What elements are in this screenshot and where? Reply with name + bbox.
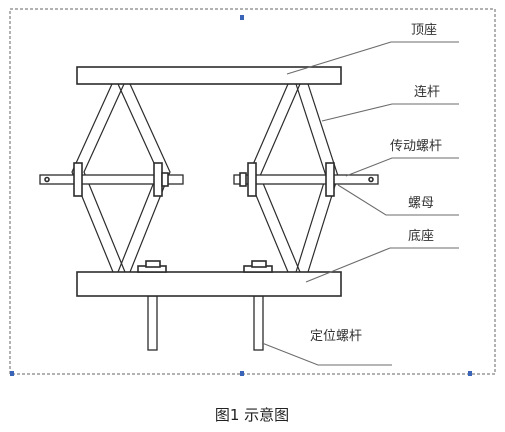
figure-caption: 图1 示意图 bbox=[215, 406, 289, 424]
label-drive-screw: 传动螺杆 bbox=[390, 139, 442, 154]
locating-screw-right bbox=[253, 295, 264, 351]
selection-handle-top[interactable] bbox=[240, 15, 244, 20]
label-nut: 螺母 bbox=[408, 196, 434, 211]
drive-screw-right bbox=[233, 162, 379, 197]
base-seat-plate bbox=[76, 271, 342, 297]
selection-handle-bottom-left[interactable] bbox=[10, 371, 14, 376]
base-bolt-heads bbox=[137, 260, 273, 273]
label-base-seat: 底座 bbox=[408, 228, 434, 244]
selection-handle-bottom-center[interactable] bbox=[240, 371, 244, 376]
selection-frame[interactable] bbox=[9, 8, 496, 375]
label-locating-screw: 定位螺杆 bbox=[310, 329, 362, 344]
label-link-rod: 连杆 bbox=[414, 84, 440, 100]
selection-handle-bottom-right[interactable] bbox=[468, 371, 472, 376]
drive-screw-left bbox=[39, 162, 184, 197]
locating-screw-left bbox=[147, 295, 158, 351]
top-seat-plate bbox=[76, 66, 342, 85]
leader-lines bbox=[261, 41, 459, 366]
jack-mechanism bbox=[39, 66, 379, 351]
label-top-seat: 顶座 bbox=[411, 23, 437, 38]
